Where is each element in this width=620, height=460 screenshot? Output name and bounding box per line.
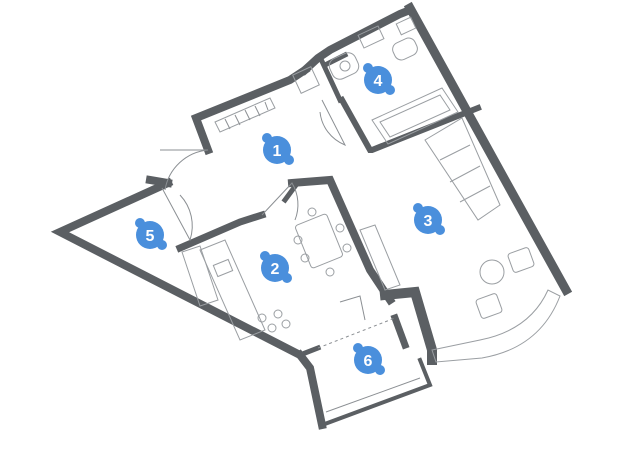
kitchen-furniture xyxy=(181,207,352,341)
radiator-fins-icon xyxy=(224,101,269,130)
badge-circle xyxy=(261,254,289,282)
armchair-2-icon xyxy=(475,293,503,319)
wall-west-stub xyxy=(145,175,173,188)
room-number: 6 xyxy=(364,353,373,370)
sink-drain-icon xyxy=(339,60,351,72)
stove-burner-icon xyxy=(281,319,291,329)
room-number: 5 xyxy=(146,228,155,245)
balcony-rail xyxy=(325,377,421,413)
room-badge-2: 2 xyxy=(260,251,292,283)
room5-door xyxy=(161,187,193,242)
kitchen-counter-icon xyxy=(199,239,266,341)
wall-balcony-south xyxy=(319,357,433,428)
bathtub-inner-icon xyxy=(379,94,451,138)
badge-circle xyxy=(414,206,442,234)
bathroom-fixtures xyxy=(328,16,459,145)
wall-living-south xyxy=(379,286,437,365)
wall-east xyxy=(403,1,573,297)
chair-icon xyxy=(300,253,310,263)
room-badge-4: 4 xyxy=(363,63,395,95)
entry-door xyxy=(160,149,209,191)
room-badge-1: 1 xyxy=(262,133,294,165)
fridge-icon xyxy=(181,245,219,307)
wall-kitchen-balcony xyxy=(296,344,322,359)
wall-west xyxy=(50,177,306,361)
outer-walls xyxy=(50,1,573,430)
kitchen-sink-icon xyxy=(212,258,234,278)
wall-wc-north xyxy=(321,51,349,69)
wall-living-west xyxy=(287,175,396,306)
hall-fixtures xyxy=(214,66,320,133)
room-badges: 1 2 3 4 5 6 xyxy=(135,63,445,375)
bathtub-icon xyxy=(371,87,459,145)
room-number: 3 xyxy=(424,213,433,230)
washer-icon xyxy=(357,25,385,49)
room-number: 4 xyxy=(374,73,383,90)
stove-burner-icon xyxy=(267,323,277,333)
living-furniture xyxy=(359,117,561,363)
chair-icon xyxy=(342,243,352,253)
room-number: 1 xyxy=(273,143,282,160)
balcony-details xyxy=(325,377,421,413)
sink-icon xyxy=(328,52,360,80)
wall-balcony-divider xyxy=(390,313,410,350)
wall-north-west xyxy=(190,64,311,156)
radiator-icon xyxy=(214,97,276,133)
bath-door xyxy=(319,99,347,146)
sofa-cushions-icon xyxy=(439,144,491,203)
stove-burner-icon xyxy=(257,313,267,323)
wall-kitchen-north xyxy=(175,210,267,253)
tv-stand-icon xyxy=(359,224,401,291)
wardrobe-icon xyxy=(292,66,320,94)
room-badge-6: 6 xyxy=(353,343,385,375)
room-number: 2 xyxy=(271,261,280,278)
stove-burner-icon xyxy=(273,309,283,319)
balcony-threshold xyxy=(317,317,396,349)
toilet-icon xyxy=(392,37,418,61)
bay-window-icon xyxy=(431,289,561,363)
chair-icon xyxy=(293,235,303,245)
room-badge-5: 5 xyxy=(135,218,167,250)
wall-balcony-west xyxy=(294,349,327,430)
armchair-icon xyxy=(507,247,535,273)
sofa-icon xyxy=(424,117,501,221)
toilet-tank-icon xyxy=(395,16,417,36)
coffee-table-icon xyxy=(479,259,505,285)
wall-bath-south xyxy=(337,95,482,153)
badge-circle xyxy=(354,346,382,374)
room-badge-3: 3 xyxy=(413,203,445,235)
badge-circle xyxy=(136,221,164,249)
kitchen-door xyxy=(261,182,299,221)
chair-icon xyxy=(307,207,317,217)
badge-circle xyxy=(263,136,291,164)
chair-icon xyxy=(325,267,335,277)
dining-table-icon xyxy=(295,213,343,269)
wall-north xyxy=(299,4,416,76)
doors xyxy=(160,99,396,349)
chair-icon xyxy=(335,223,345,233)
balcony-door xyxy=(339,295,366,321)
badge-circle xyxy=(364,66,392,94)
